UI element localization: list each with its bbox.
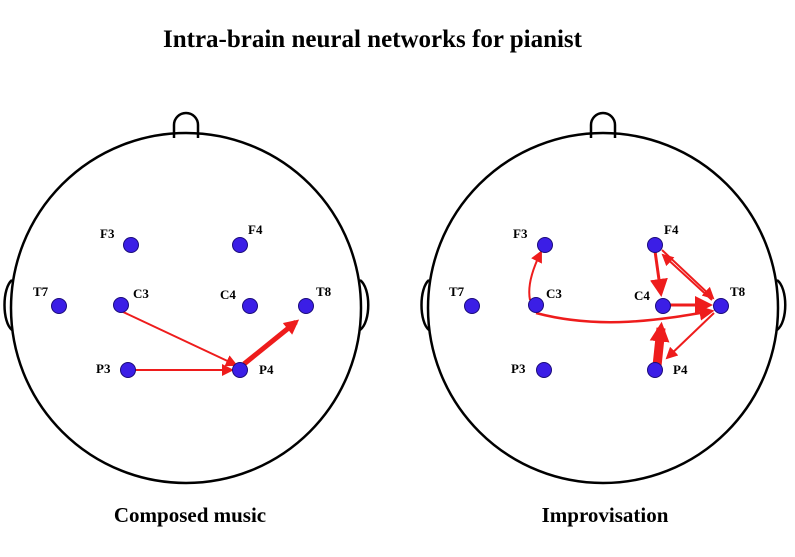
electrodes-composed: F3 F4 T7 C3 C4 T8 P3 P4 [33, 222, 332, 378]
nose [589, 111, 617, 138]
electrode-label-c3: C3 [133, 286, 149, 301]
right-ear [359, 278, 370, 332]
electrodes-improvisation: F3 F4 T7 C3 C4 T8 P3 P4 [449, 222, 746, 378]
electrode-t8 [713, 298, 729, 314]
arrow-p4-c4 [649, 321, 670, 367]
caption-improvisation: Improvisation [541, 503, 669, 527]
electrode-c3 [528, 297, 544, 313]
electrode-p4 [232, 362, 248, 378]
arrow-t8-p4 [665, 312, 715, 360]
arrow-c3-p4 [120, 310, 238, 367]
electrode-label-t8: T8 [730, 284, 746, 299]
arrow-c3-f3 [528, 250, 542, 301]
electrode-label-f4: F4 [248, 222, 263, 237]
arrow-t8-f4 [661, 253, 713, 301]
electrode-label-f4: F4 [664, 222, 679, 237]
electrode-f3 [123, 237, 139, 253]
left-ear [420, 279, 430, 331]
electrode-t7 [464, 298, 480, 314]
arrow-f4-c4 [650, 250, 668, 297]
electrode-label-t7: T7 [33, 284, 49, 299]
electrode-label-c3: C3 [546, 286, 562, 301]
left-ear [3, 279, 13, 331]
head-outline [9, 131, 363, 485]
electrode-f4 [647, 237, 663, 253]
electrode-t8 [298, 298, 314, 314]
head-composed [3, 111, 370, 485]
caption-composed-music: Composed music [113, 503, 267, 527]
electrode-c3 [113, 297, 129, 313]
right-ear [776, 278, 787, 332]
electrode-c4 [655, 298, 671, 314]
electrode-label-f3: F3 [513, 226, 528, 241]
connections-improvisation [528, 249, 715, 367]
electrode-c4 [242, 298, 258, 314]
electrode-label-t8: T8 [316, 284, 332, 299]
electrode-label-c4: C4 [634, 288, 650, 303]
electrode-p3 [120, 362, 136, 378]
electrode-label-f3: F3 [100, 226, 115, 241]
electrode-label-p4: P4 [673, 362, 688, 377]
electrode-f4 [232, 237, 248, 253]
electrode-label-c4: C4 [220, 287, 236, 302]
arrow-c3-t8 [535, 305, 715, 324]
connections-composed [120, 310, 300, 376]
head-improvisation [420, 111, 787, 485]
page-title: Intra-brain neural networks for pianist [162, 26, 582, 53]
electrode-t7 [51, 298, 67, 314]
arrow-p4-t8 [242, 319, 300, 366]
electrode-p4 [647, 362, 663, 378]
electrode-f3 [537, 237, 553, 253]
electrode-label-t7: T7 [449, 284, 465, 299]
electrode-label-p3: P3 [511, 361, 526, 376]
nose [172, 111, 200, 138]
electrode-label-p3: P3 [96, 361, 111, 376]
head-outline [426, 131, 780, 485]
arrow-f4-t8 [661, 249, 715, 300]
electrode-label-p4: P4 [259, 362, 274, 377]
electrode-p3 [536, 362, 552, 378]
